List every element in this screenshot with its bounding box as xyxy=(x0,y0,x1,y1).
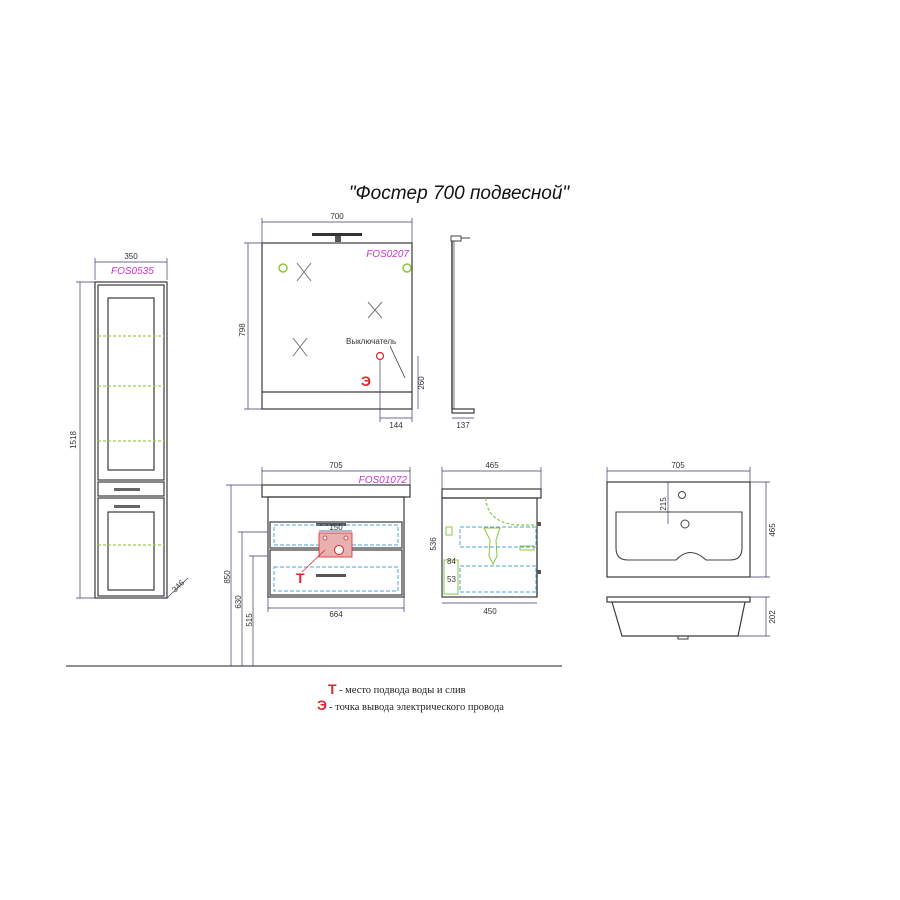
pencil-case-drawing: 350 FOS0535 1518 346 xyxy=(69,252,189,599)
pencil-case-code: FOS0535 xyxy=(111,266,154,277)
height-850: 850 xyxy=(223,570,232,584)
mirror-width: 700 xyxy=(330,212,344,221)
mirror-lamp xyxy=(312,233,362,236)
sink-height: 202 xyxy=(768,610,777,624)
socket-offset: 144 xyxy=(389,421,403,430)
light-point xyxy=(278,263,288,273)
height-515: 515 xyxy=(245,613,254,627)
sink-depth: 465 xyxy=(768,523,777,537)
height-630: 630 xyxy=(234,595,243,609)
sink-side-view xyxy=(606,596,751,603)
drain-hole xyxy=(680,519,690,529)
pencil-case-bottom-door xyxy=(97,497,165,597)
sink-drawing: 705 215 465 202 xyxy=(606,461,777,640)
pencil-case-glass-door xyxy=(107,297,155,471)
vanity-code: FOS01072 xyxy=(359,475,408,486)
side-depth: 465 xyxy=(485,461,499,470)
pencil-case-drawer xyxy=(97,481,165,497)
faucet-hole xyxy=(678,491,686,499)
sink-top-view xyxy=(606,481,751,578)
plumbing-zone xyxy=(273,566,399,592)
legend-text-electric: - точка вывода электрического провода xyxy=(329,702,504,713)
basin-profile xyxy=(485,497,537,526)
sink-bowl xyxy=(615,511,743,561)
vanity-front-drawing: 705 FOS01072 150 Т 664 850 630 515 xyxy=(223,461,411,666)
vanity-mark: Т xyxy=(296,570,305,586)
pencil-case-depth-line xyxy=(166,577,189,599)
vanity-body xyxy=(267,496,405,598)
legend-mark-electric: Э xyxy=(317,697,327,713)
vanity-sink-top xyxy=(261,484,411,498)
vanity-inner-width: 664 xyxy=(329,610,343,619)
legend: Т - место подвода воды и слив Э - точка … xyxy=(317,681,504,713)
pencil-case-height: 1518 xyxy=(69,431,78,449)
drawer-handle xyxy=(114,488,140,491)
pencil-case-depth: 346 xyxy=(170,578,186,594)
reflection-mark xyxy=(292,262,383,357)
legend-text-water: - место подвода воды и слив xyxy=(339,685,466,696)
vanity-width: 705 xyxy=(329,461,343,470)
side-height: 536 xyxy=(429,537,438,551)
door-handle xyxy=(114,505,140,508)
pencil-case-width: 350 xyxy=(124,252,138,261)
mirror-code: FOS0207 xyxy=(366,249,409,260)
drawing-title: "Фостер 700 подвесной" xyxy=(349,183,571,204)
sink-width: 705 xyxy=(671,461,685,470)
light-point xyxy=(402,263,412,273)
mirror-height: 798 xyxy=(238,323,247,337)
side-inner-depth: 450 xyxy=(483,607,497,616)
drawer-handle xyxy=(316,574,346,577)
dim-84: 84 xyxy=(447,557,456,566)
siphon xyxy=(483,527,501,566)
mirror-drawing: 700 FOS0207 Выключатель Э 798 144 260 xyxy=(238,212,475,430)
dim-150: 150 xyxy=(329,523,343,532)
socket-height: 260 xyxy=(417,376,426,390)
hole-offset: 215 xyxy=(659,497,668,511)
mirror-mark: Э xyxy=(361,373,371,389)
mirror-body xyxy=(261,242,413,410)
switch-label: Выключатель xyxy=(346,337,396,346)
dim-53: 53 xyxy=(447,575,456,584)
socket-point xyxy=(375,351,385,361)
vanity-side-drawing: 465 536 84 53 450 xyxy=(429,461,542,616)
pencil-case-body xyxy=(94,281,168,599)
side-depth: 137 xyxy=(456,421,470,430)
legend-mark-water: Т xyxy=(328,681,337,697)
